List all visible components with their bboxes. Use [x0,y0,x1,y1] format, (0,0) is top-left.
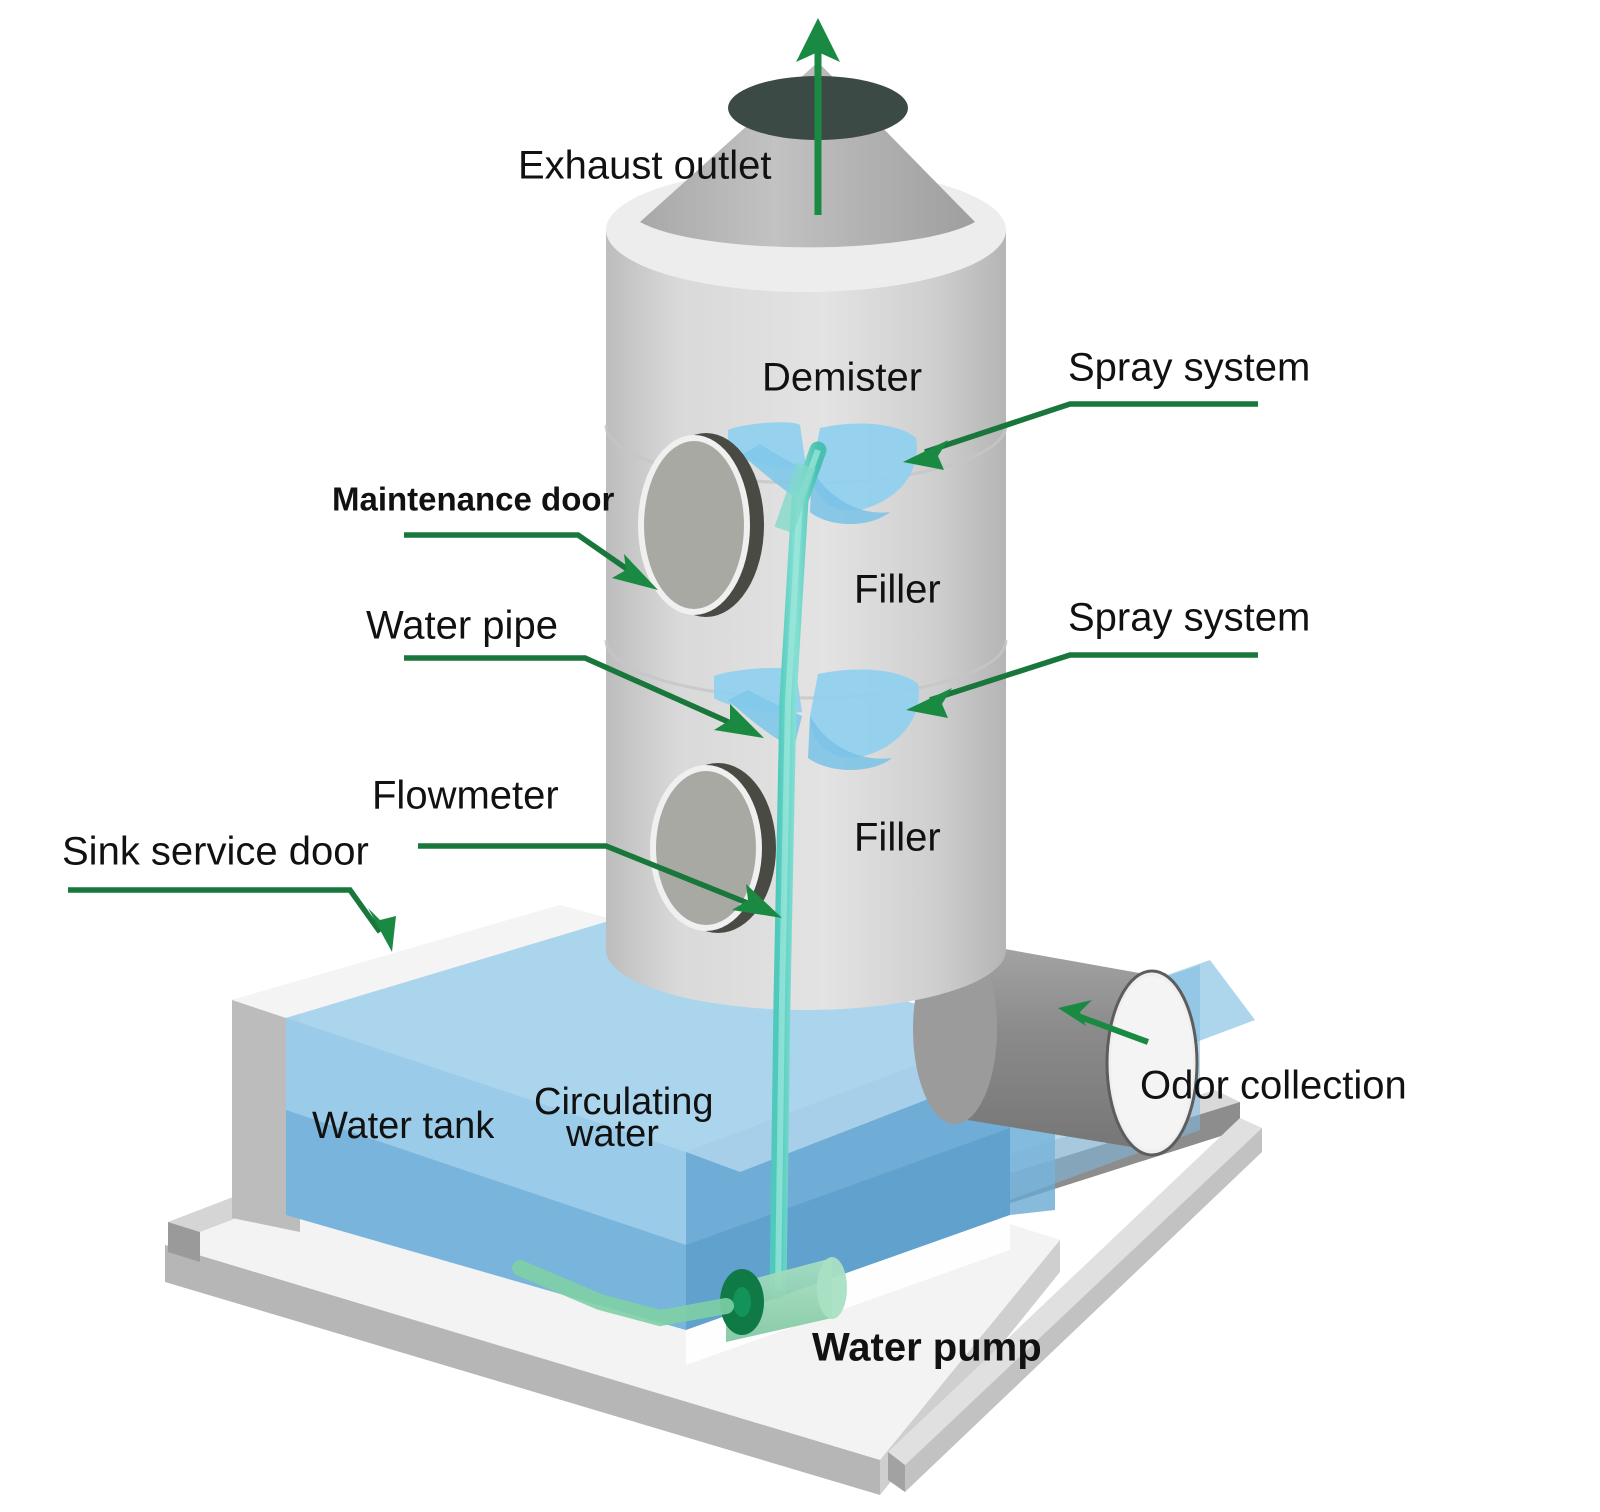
leader-lines [68,401,1258,952]
label-water-pipe: Water pipe [366,604,558,648]
label-maintenance-door: Maintenance door [332,481,615,518]
label-filler-upper: Filler [854,568,941,612]
label-spray-system-lower: Spray system [1068,596,1310,640]
leader-maintenance-door [404,532,642,581]
exhaust-flow-arrow [796,18,840,215]
label-demister: Demister [762,356,922,400]
label-water-tank: Water tank [312,1105,495,1147]
maintenance-door-upper[interactable] [638,433,764,617]
label-filler-lower: Filler [854,816,941,860]
label-sink-service-door: Sink service door [62,830,369,874]
label-flowmeter: Flowmeter [372,774,559,818]
label-water-pump: Water pump [812,1326,1042,1370]
leader-sink-service-door [68,887,383,934]
central-water-pipe [769,441,827,1299]
label-circulating-water-line2: water [565,1113,659,1155]
odor-collection-duct [913,934,1199,1157]
label-odor-collection: Odor collection [1140,1064,1407,1108]
leader-spray-upper [924,401,1258,455]
leader-flowmeter [418,843,762,911]
leader-spray-lower [929,652,1258,703]
label-circulating-water-line1: Circulating [534,1081,714,1123]
odor-inlet-flow-arrow [1058,1000,1150,1045]
label-spray-system-upper: Spray system [1068,346,1310,390]
leader-water-pipe [404,655,744,731]
water-pump [512,1257,847,1342]
label-exhaust-outlet: Exhaust outlet [518,144,772,188]
